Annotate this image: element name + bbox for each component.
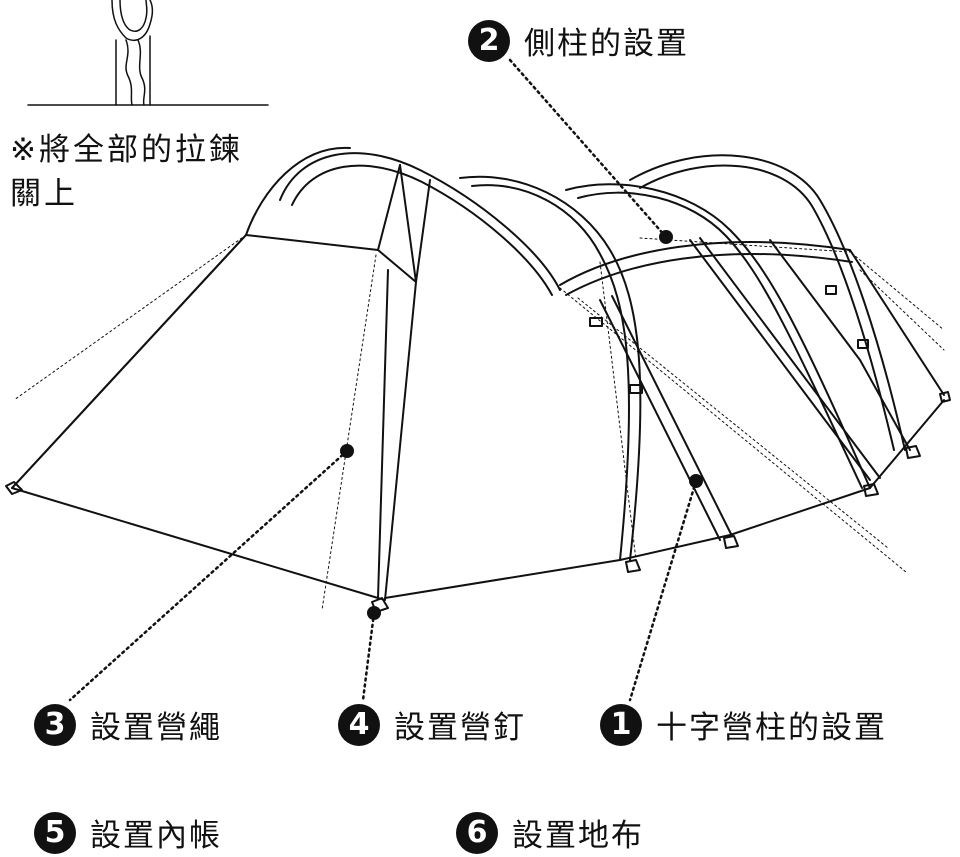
callout-point-3 — [340, 444, 354, 458]
callout-point-1 — [689, 474, 703, 488]
step-6-text: 設置地布 — [512, 818, 644, 854]
step-3-text: 設置營繩 — [90, 710, 222, 746]
step-6-label: 6 設置地布 — [456, 810, 644, 855]
step-5-text: 設置內帳 — [90, 818, 222, 854]
step-3-label: 3 設置營繩 — [34, 702, 222, 747]
zipper-note: ※將全部的拉鍊 關上 — [10, 128, 243, 216]
step-5-label: 5 設置內帳 — [34, 810, 222, 855]
step-1-label: 1 十字營柱的設置 — [600, 702, 887, 747]
callout-point-4 — [367, 606, 381, 620]
zipper-note-line-2: 關上 — [10, 176, 78, 212]
zipper-note-line-1: ※將全部的拉鍊 — [10, 132, 243, 168]
step-4-label: 4 設置營釘 — [338, 702, 526, 747]
step-2-label: 2 側柱的設置 — [468, 18, 689, 63]
zipper-detail-illustration — [27, 0, 269, 106]
step-4-badge: 4 — [338, 703, 380, 746]
callout-points — [340, 230, 703, 620]
leader-lines — [68, 58, 698, 702]
step-4-text: 設置營釘 — [394, 710, 526, 746]
callout-point-2 — [659, 230, 673, 244]
step-5-badge: 5 — [34, 811, 76, 854]
step-1-badge: 1 — [600, 703, 642, 746]
step-2-badge: 2 — [468, 19, 510, 62]
step-2-text: 側柱的設置 — [524, 26, 689, 62]
step-6-badge: 6 — [456, 811, 498, 854]
guy-lines — [13, 234, 945, 611]
tent-body — [5, 146, 951, 613]
step-3-badge: 3 — [34, 703, 76, 746]
step-1-text: 十字營柱的設置 — [656, 710, 887, 746]
